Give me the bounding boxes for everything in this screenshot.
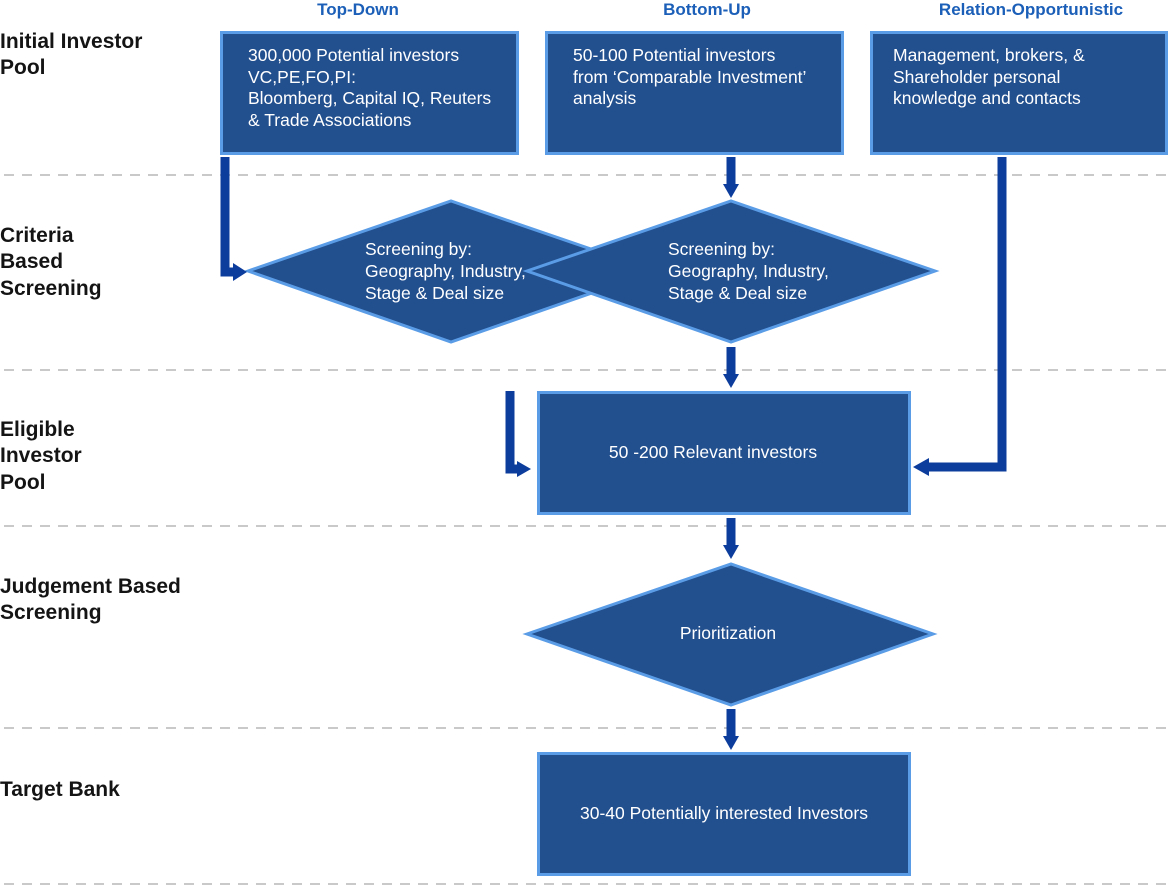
row-label-line: Pool — [0, 470, 46, 494]
arrow-head — [517, 461, 531, 477]
node-text-line: analysis — [573, 88, 637, 109]
row-label-initial-investor-pool: Initial Investor Pool — [0, 29, 142, 82]
arrow-prioritization-to-target-bank — [723, 709, 739, 750]
arrow-head — [913, 458, 929, 476]
diamond-label-prioritization: Prioritization — [679, 623, 777, 643]
row-label-line: Initial Investor — [0, 30, 143, 53]
arrow-head — [723, 184, 739, 198]
diamond-text-line: Screening by: — [365, 239, 473, 259]
arrow-screening-to-eligible-pool — [723, 347, 739, 388]
node-text: 50 -200 Relevant investors — [608, 442, 818, 463]
node-text-line: 300,000 Potential investors — [248, 45, 460, 65]
node-text-line: knowledge and contacts — [893, 88, 1081, 109]
arrow-eligible-pool-to-prioritization — [723, 518, 739, 559]
row-label-criteria-based-screening: Criteria Based Screening — [0, 223, 102, 302]
row-label-line: Target Bank — [0, 778, 120, 801]
node-top-down-source: 300,000 Potential investors VC,PE,FO,PI:… — [220, 31, 519, 155]
row-label-line: Based — [0, 250, 64, 274]
node-text-line: Bloomberg, Capital IQ, Reuters — [248, 88, 492, 109]
row-label-line: Investor — [0, 444, 82, 468]
arrow-bottom-up-to-screening — [723, 157, 739, 198]
arrow-relation-to-eligible-pool — [913, 157, 1007, 476]
row-label-line: Screening — [0, 276, 102, 300]
diamond-text-line: Geography, Industry, — [365, 261, 526, 281]
row-label-target-bank: Target Bank — [0, 777, 120, 803]
diamond-text-line: Screening by: — [668, 239, 776, 259]
row-label-line: Eligible — [0, 418, 75, 441]
node-text-line: from ‘Comparable Investment’ — [573, 66, 807, 87]
arrow-top-down-to-screening — [220, 157, 247, 281]
column-header-bottom-up: Bottom-Up — [663, 0, 751, 19]
diamond-text-line: Stage & Deal size — [365, 283, 505, 303]
node-text: 30-40 Potentially interested Investors — [580, 803, 868, 824]
diamond-label-top-down-screening: Screening by: Geography, Industry, Stage… — [365, 238, 526, 304]
arrow-head — [723, 374, 739, 388]
column-header-top-down: Top-Down — [317, 0, 399, 19]
arrow-head — [723, 545, 739, 559]
column-header-relation-opportunistic: Relation-Opportunistic — [938, 0, 1124, 19]
arrow-shaft — [220, 157, 235, 277]
node-relation-source: Management, brokers, & Shareholder perso… — [870, 31, 1168, 155]
node-text-line: & Trade Associations — [248, 110, 412, 131]
node-text-line: Shareholder personal — [893, 66, 1061, 87]
arrow-shaft — [505, 391, 518, 474]
diamond-label-bottom-up-screening: Screening by: Geography, Industry, Stage… — [668, 238, 829, 304]
node-target-bank: 30-40 Potentially interested Investors — [537, 752, 911, 876]
row-label-line: Criteria — [0, 224, 74, 247]
arrow-head — [233, 263, 247, 281]
row-label-line: Judgement Based — [0, 575, 181, 598]
arrow-top-down-to-eligible-pool — [505, 391, 531, 477]
arrow-shaft — [928, 157, 1007, 472]
row-label-line: Screening — [0, 601, 102, 625]
node-text-line: Management, brokers, & — [893, 45, 1085, 65]
row-label-line: Pool — [0, 56, 46, 80]
diamond-prioritization — [522, 562, 938, 707]
node-eligible-pool: 50 -200 Relevant investors — [537, 391, 911, 515]
diamond-text-line: Geography, Industry, — [668, 261, 829, 281]
node-text-line: 50-100 Potential investors — [573, 45, 776, 65]
row-label-judgement-based-screening: Judgement Based Screening — [0, 574, 181, 627]
arrow-head — [723, 736, 739, 750]
node-text-line: VC,PE,FO,PI: — [248, 66, 356, 87]
diamond-text-line: Stage & Deal size — [668, 283, 808, 303]
node-bottom-up-source: 50-100 Potential investors from ‘Compara… — [545, 31, 844, 155]
diamond-bottom-up-screening — [522, 199, 940, 344]
row-dividers — [4, 174, 1168, 885]
row-label-eligible-investor-pool: Eligible Investor Pool — [0, 417, 82, 496]
